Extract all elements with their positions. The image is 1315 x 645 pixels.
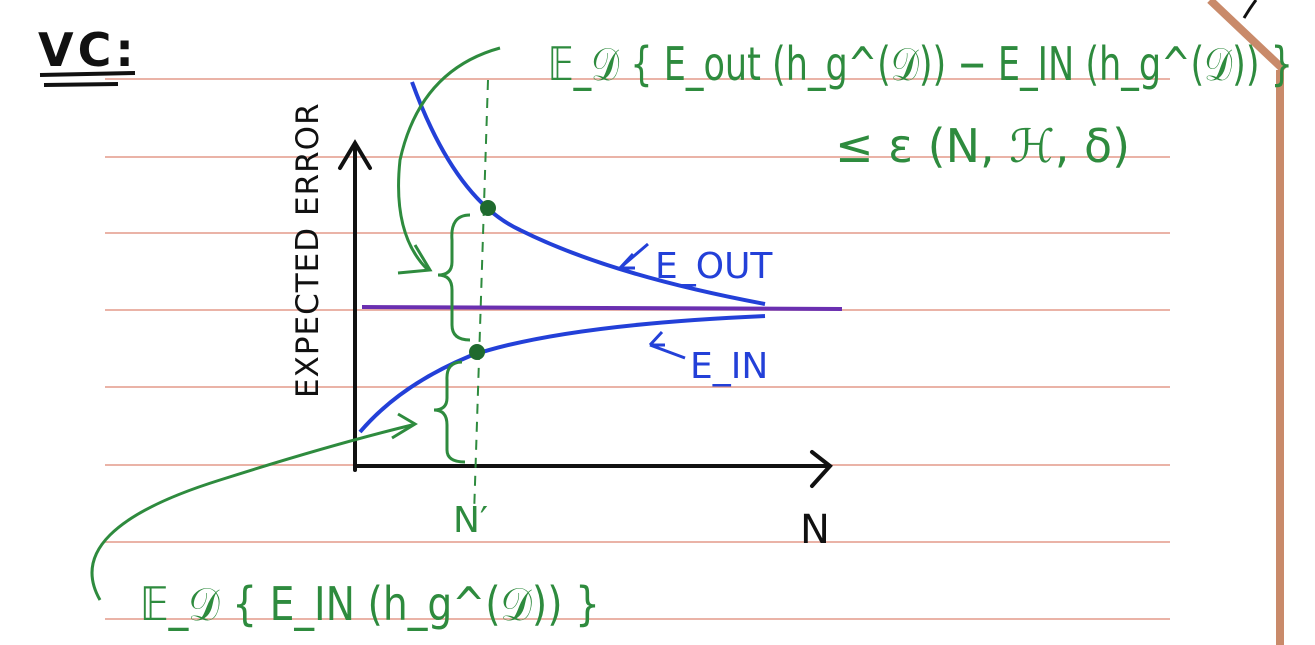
heading-label: VC: bbox=[38, 23, 138, 77]
gap-brace bbox=[437, 213, 471, 342]
margin-tick bbox=[1242, 0, 1258, 19]
e-out-curve bbox=[410, 81, 766, 306]
curve-label-e-out: E_OUT bbox=[655, 246, 773, 287]
heading-underline bbox=[39, 71, 136, 87]
e-in-brace bbox=[433, 360, 466, 464]
tick-label-n-prime: N′ bbox=[453, 500, 488, 541]
gap-arrowhead-icon bbox=[397, 244, 433, 275]
e-in-expression: 𝔼_𝒟 { E_IN (h_g^(𝒟)) } bbox=[140, 577, 600, 631]
curve-label-e-in: E_IN bbox=[690, 346, 768, 387]
y-axis-label: EXPECTED ERROR bbox=[290, 102, 326, 398]
axes bbox=[338, 139, 833, 488]
margin-border bbox=[1207, 0, 1287, 645]
x-axis-arrow-icon bbox=[810, 450, 833, 488]
asymptote-line bbox=[361, 305, 843, 311]
e-out-point bbox=[480, 200, 496, 216]
e-in-curve bbox=[358, 314, 766, 434]
x-axis-label: N bbox=[800, 507, 830, 553]
gap-connector-arrow bbox=[397, 46, 501, 272]
e-in-arrowhead-icon bbox=[391, 412, 418, 440]
gap-expression: 𝔼_𝒟 { E_out (h_g^(𝒟)) − E_IN (h_g^(𝒟)) } bbox=[548, 37, 1293, 91]
e-in-point bbox=[469, 344, 485, 360]
y-axis-arrow-icon bbox=[338, 139, 372, 170]
gap-bound: ≤ ε (N, ℋ, δ) bbox=[835, 119, 1130, 173]
e-out-pointer-icon bbox=[618, 242, 649, 270]
e-in-connector-arrow bbox=[90, 423, 413, 601]
n-prime-marker-line bbox=[473, 79, 489, 516]
e-in-pointer-icon bbox=[648, 330, 686, 360]
